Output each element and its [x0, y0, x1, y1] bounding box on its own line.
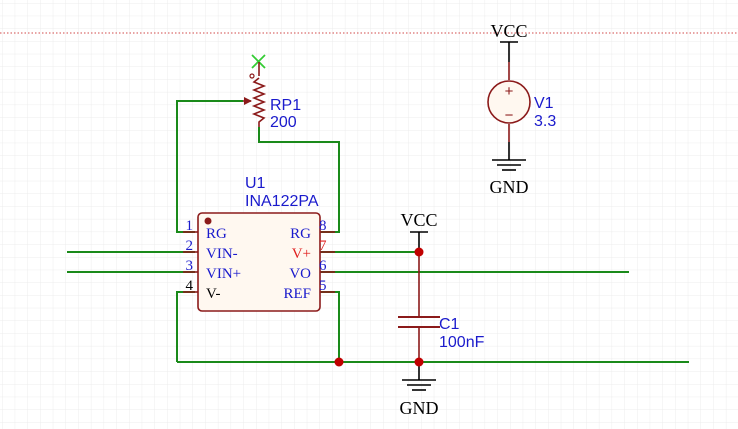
c1-value: 100nF [439, 334, 485, 351]
vcc-top-label: VCC [490, 21, 527, 41]
u1-pin2-number: 2 [186, 238, 194, 254]
u1-pin7-number: 7 [319, 238, 327, 254]
v1-voltage-source[interactable]: + − V1 3.3 [487, 62, 556, 142]
u1-pin1-number: 1 [186, 218, 194, 234]
v1-plus-sign: + [505, 83, 514, 100]
u1-pin1-name: RG [206, 226, 227, 242]
u1-pin3-number: 3 [186, 258, 194, 274]
gnd-cap-label: GND [400, 398, 439, 418]
gnd-top-label: GND [490, 177, 529, 197]
vcc-cap-label: VCC [400, 210, 437, 230]
u1-pin5-name: REF [283, 286, 311, 302]
wires [67, 100, 689, 363]
rp1-ref: RP1 [270, 97, 301, 114]
u1-pin4-name: V- [206, 286, 220, 302]
u1-pin3-name: VIN+ [206, 266, 241, 282]
rp1-potentiometer[interactable]: RP1 200 [243, 62, 301, 131]
junctions [334, 247, 424, 367]
gnd-cap-symbol[interactable]: GND [400, 362, 439, 418]
rp1-wiper-arrow [244, 97, 252, 105]
u1-ref: U1 [245, 175, 266, 192]
u1-pin6-name: VO [289, 266, 311, 282]
c1-ref: C1 [439, 316, 460, 333]
v1-value: 3.3 [534, 113, 556, 130]
gnd-top-symbol[interactable]: GND [490, 142, 529, 197]
u1-pin6-number: 6 [319, 258, 327, 274]
u1-pin8-number: 8 [319, 218, 327, 234]
junction-bus-c1 [414, 357, 424, 367]
u1-pin2-name: VIN- [206, 246, 238, 262]
rp1-resistor-zigzag [251, 77, 267, 127]
c1-capacitor[interactable]: C1 100nF [398, 252, 485, 362]
u1-ina122pa[interactable]: U1 INA122PA 1 2 3 4 RG VIN- VIN+ V- 8 7 … [183, 175, 335, 312]
vcc-cap-symbol[interactable]: VCC [400, 210, 438, 252]
rp1-value: 200 [270, 114, 297, 131]
v1-minus-sign: − [505, 107, 514, 124]
junction-vcc-c1 [414, 247, 424, 257]
u1-pin5-number: 5 [319, 278, 327, 294]
u1-pin7-name: V+ [292, 246, 311, 262]
v1-body [487, 80, 531, 124]
vcc-top-symbol[interactable]: VCC [490, 21, 528, 62]
u1-value: INA122PA [245, 193, 319, 210]
no-connect-flag [251, 54, 266, 69]
junction-bus-ref [334, 357, 344, 367]
u1-pin1-marker [204, 217, 212, 225]
v1-ref: V1 [534, 95, 554, 112]
u1-pin4-number: 4 [186, 278, 194, 294]
u1-pin8-name: RG [290, 226, 311, 242]
u1-body [197, 212, 321, 312]
rp1-pin-top [249, 73, 255, 79]
